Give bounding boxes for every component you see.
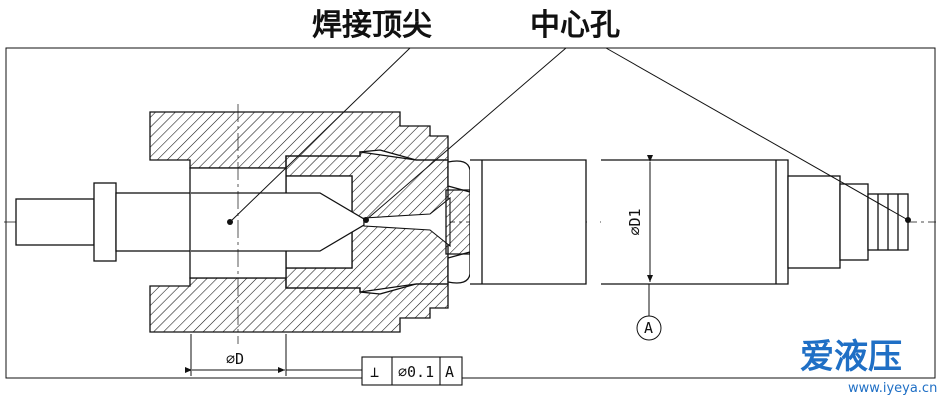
shaft-diameter-label: ⌀D1: [626, 208, 644, 235]
bore-diameter-dimension: [185, 334, 287, 376]
watermark-brand: 爱液压: [800, 337, 902, 377]
drawing-border: [5, 47, 936, 379]
datum-label: A: [644, 319, 653, 337]
break-gap: [588, 150, 600, 290]
bore-diameter-label: ⌀D: [226, 350, 244, 368]
fcf-datum: A: [445, 363, 454, 381]
shaft-end: [787, 175, 909, 269]
feature-control-frame: [361, 356, 463, 386]
callout-leaders: [229, 47, 909, 223]
clamp-block-upper: [149, 111, 449, 169]
workpiece-shaft-left: [470, 159, 587, 285]
watermark-url: www.iyeya.cn: [848, 381, 937, 396]
neck-joint: [445, 160, 471, 284]
clamp-shaft: [15, 182, 192, 262]
datum-feature: [634, 283, 664, 341]
fcf-symbol: ⊥: [370, 363, 379, 381]
callout-welding-center: 焊接顶尖: [312, 8, 432, 43]
callout-center-hole: 中心孔: [530, 8, 620, 43]
brand-watermark: 爱液压 www.iyeya.cn: [800, 337, 937, 396]
leader-dots: [227, 217, 911, 225]
fcf-value: ⌀0.1: [398, 363, 434, 381]
